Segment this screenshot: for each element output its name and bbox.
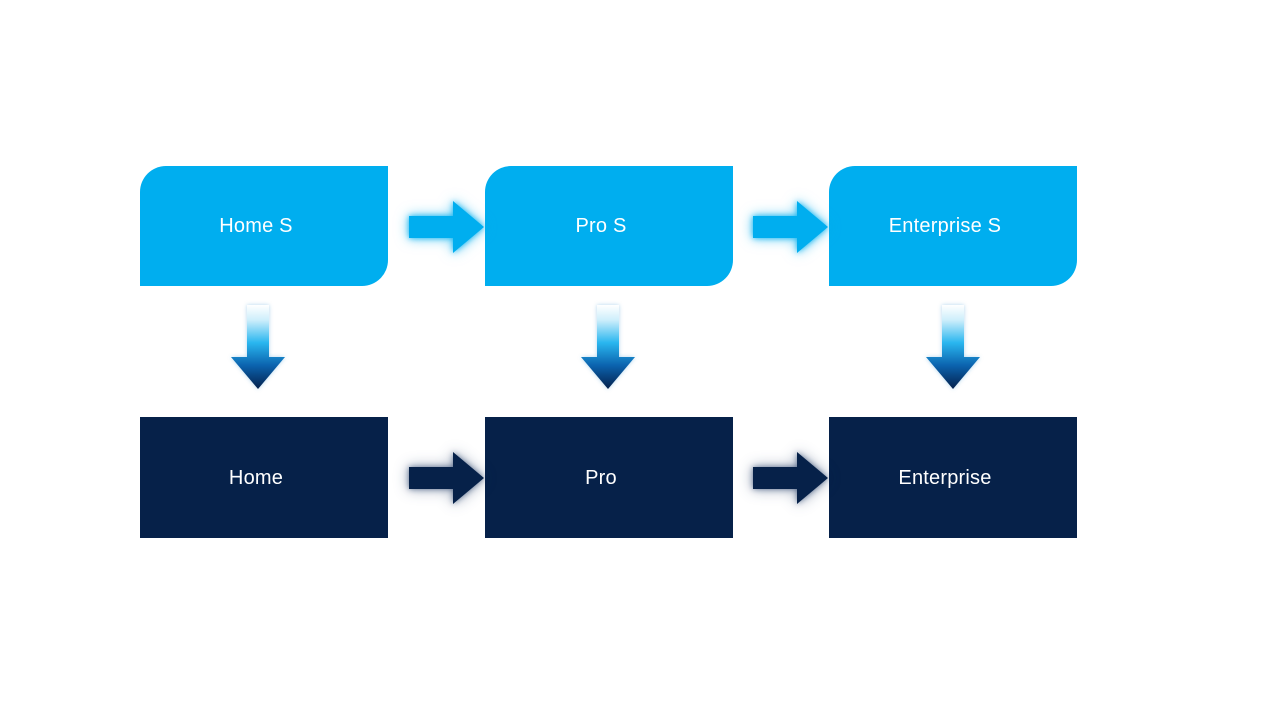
node-pro[interactable]: Pro: [485, 417, 733, 538]
node-label: Enterprise: [898, 466, 992, 489]
node-enterprise[interactable]: Enterprise: [829, 417, 1077, 538]
arrow-right-icon: [753, 201, 828, 253]
connector-home-to-pro: [409, 450, 485, 506]
arrow-down-icon: [581, 305, 635, 389]
node-pro-s[interactable]: Pro S: [485, 166, 733, 286]
node-label: Pro S: [575, 215, 627, 237]
connector-pro-s-to-enterprise-s: [753, 199, 829, 255]
arrow-right-icon: [753, 452, 828, 504]
node-home[interactable]: Home: [140, 417, 388, 538]
arrow-down-icon: [231, 305, 285, 389]
node-label: Home: [228, 466, 284, 489]
arrow-down-icon: [926, 305, 980, 389]
arrow-right-icon: [409, 452, 484, 504]
connector-pro-to-enterprise: [753, 450, 829, 506]
connector-enterprise-s-to-enterprise: [925, 305, 981, 390]
arrow-right-icon: [409, 201, 484, 253]
node-label: Enterprise S: [888, 215, 1002, 237]
connector-home-s-to-pro-s: [409, 199, 485, 255]
node-home-s[interactable]: Home S: [140, 166, 388, 286]
node-label: Home S: [219, 215, 293, 237]
node-enterprise-s[interactable]: Enterprise S: [829, 166, 1077, 286]
connector-pro-s-to-pro: [580, 305, 636, 390]
connector-home-s-to-home: [230, 305, 286, 390]
node-label: Pro: [585, 466, 617, 489]
